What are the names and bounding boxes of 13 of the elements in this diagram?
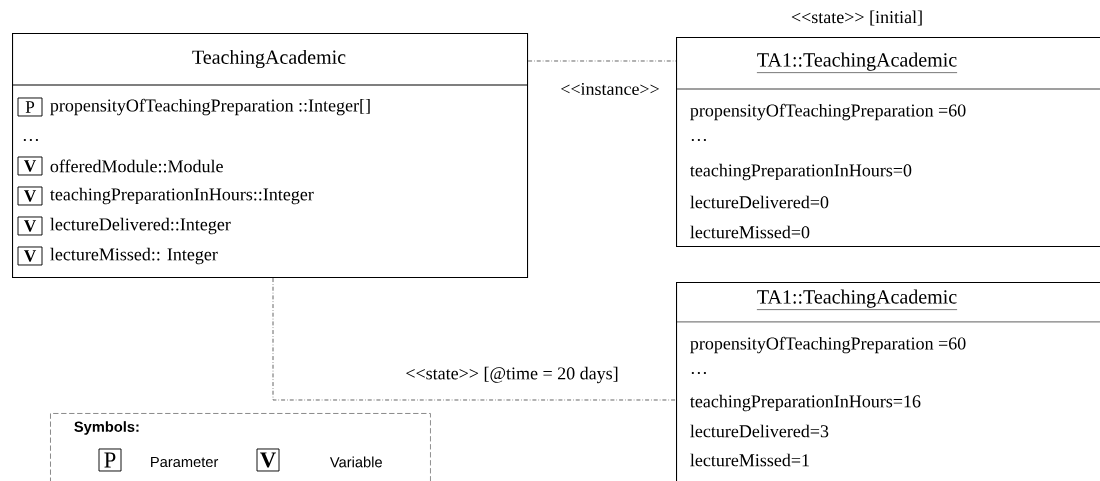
edge-label: <<state>> [@time = 20 days]	[404, 365, 620, 385]
symbol-badge: V	[17, 156, 43, 176]
symbol-badge: P	[17, 97, 43, 117]
symbol-badge: P	[98, 448, 122, 472]
edge-label: <<instance>>	[558, 81, 662, 97]
state-label: <<state>> [initial]	[791, 10, 922, 26]
symbol-badge: V	[17, 216, 43, 236]
connector-line	[527, 60, 677, 62]
symbol-badge: V	[17, 186, 43, 206]
object-box: TA1::TeachingAcademic propensityOfTeachingPreparation =60 … teachingPreparationInHours=16 lectureDelivered=3 lectureMissed=1	[675, 282, 1100, 481]
object-box: TA1::TeachingAcademic propensityOfTeachingPreparation =60 … teachingPreparationInHours=0 lectureDelivered=0 lectureMissed=0	[675, 37, 1100, 248]
symbol-badge: V	[256, 448, 280, 472]
symbol-badge: V	[17, 246, 43, 266]
